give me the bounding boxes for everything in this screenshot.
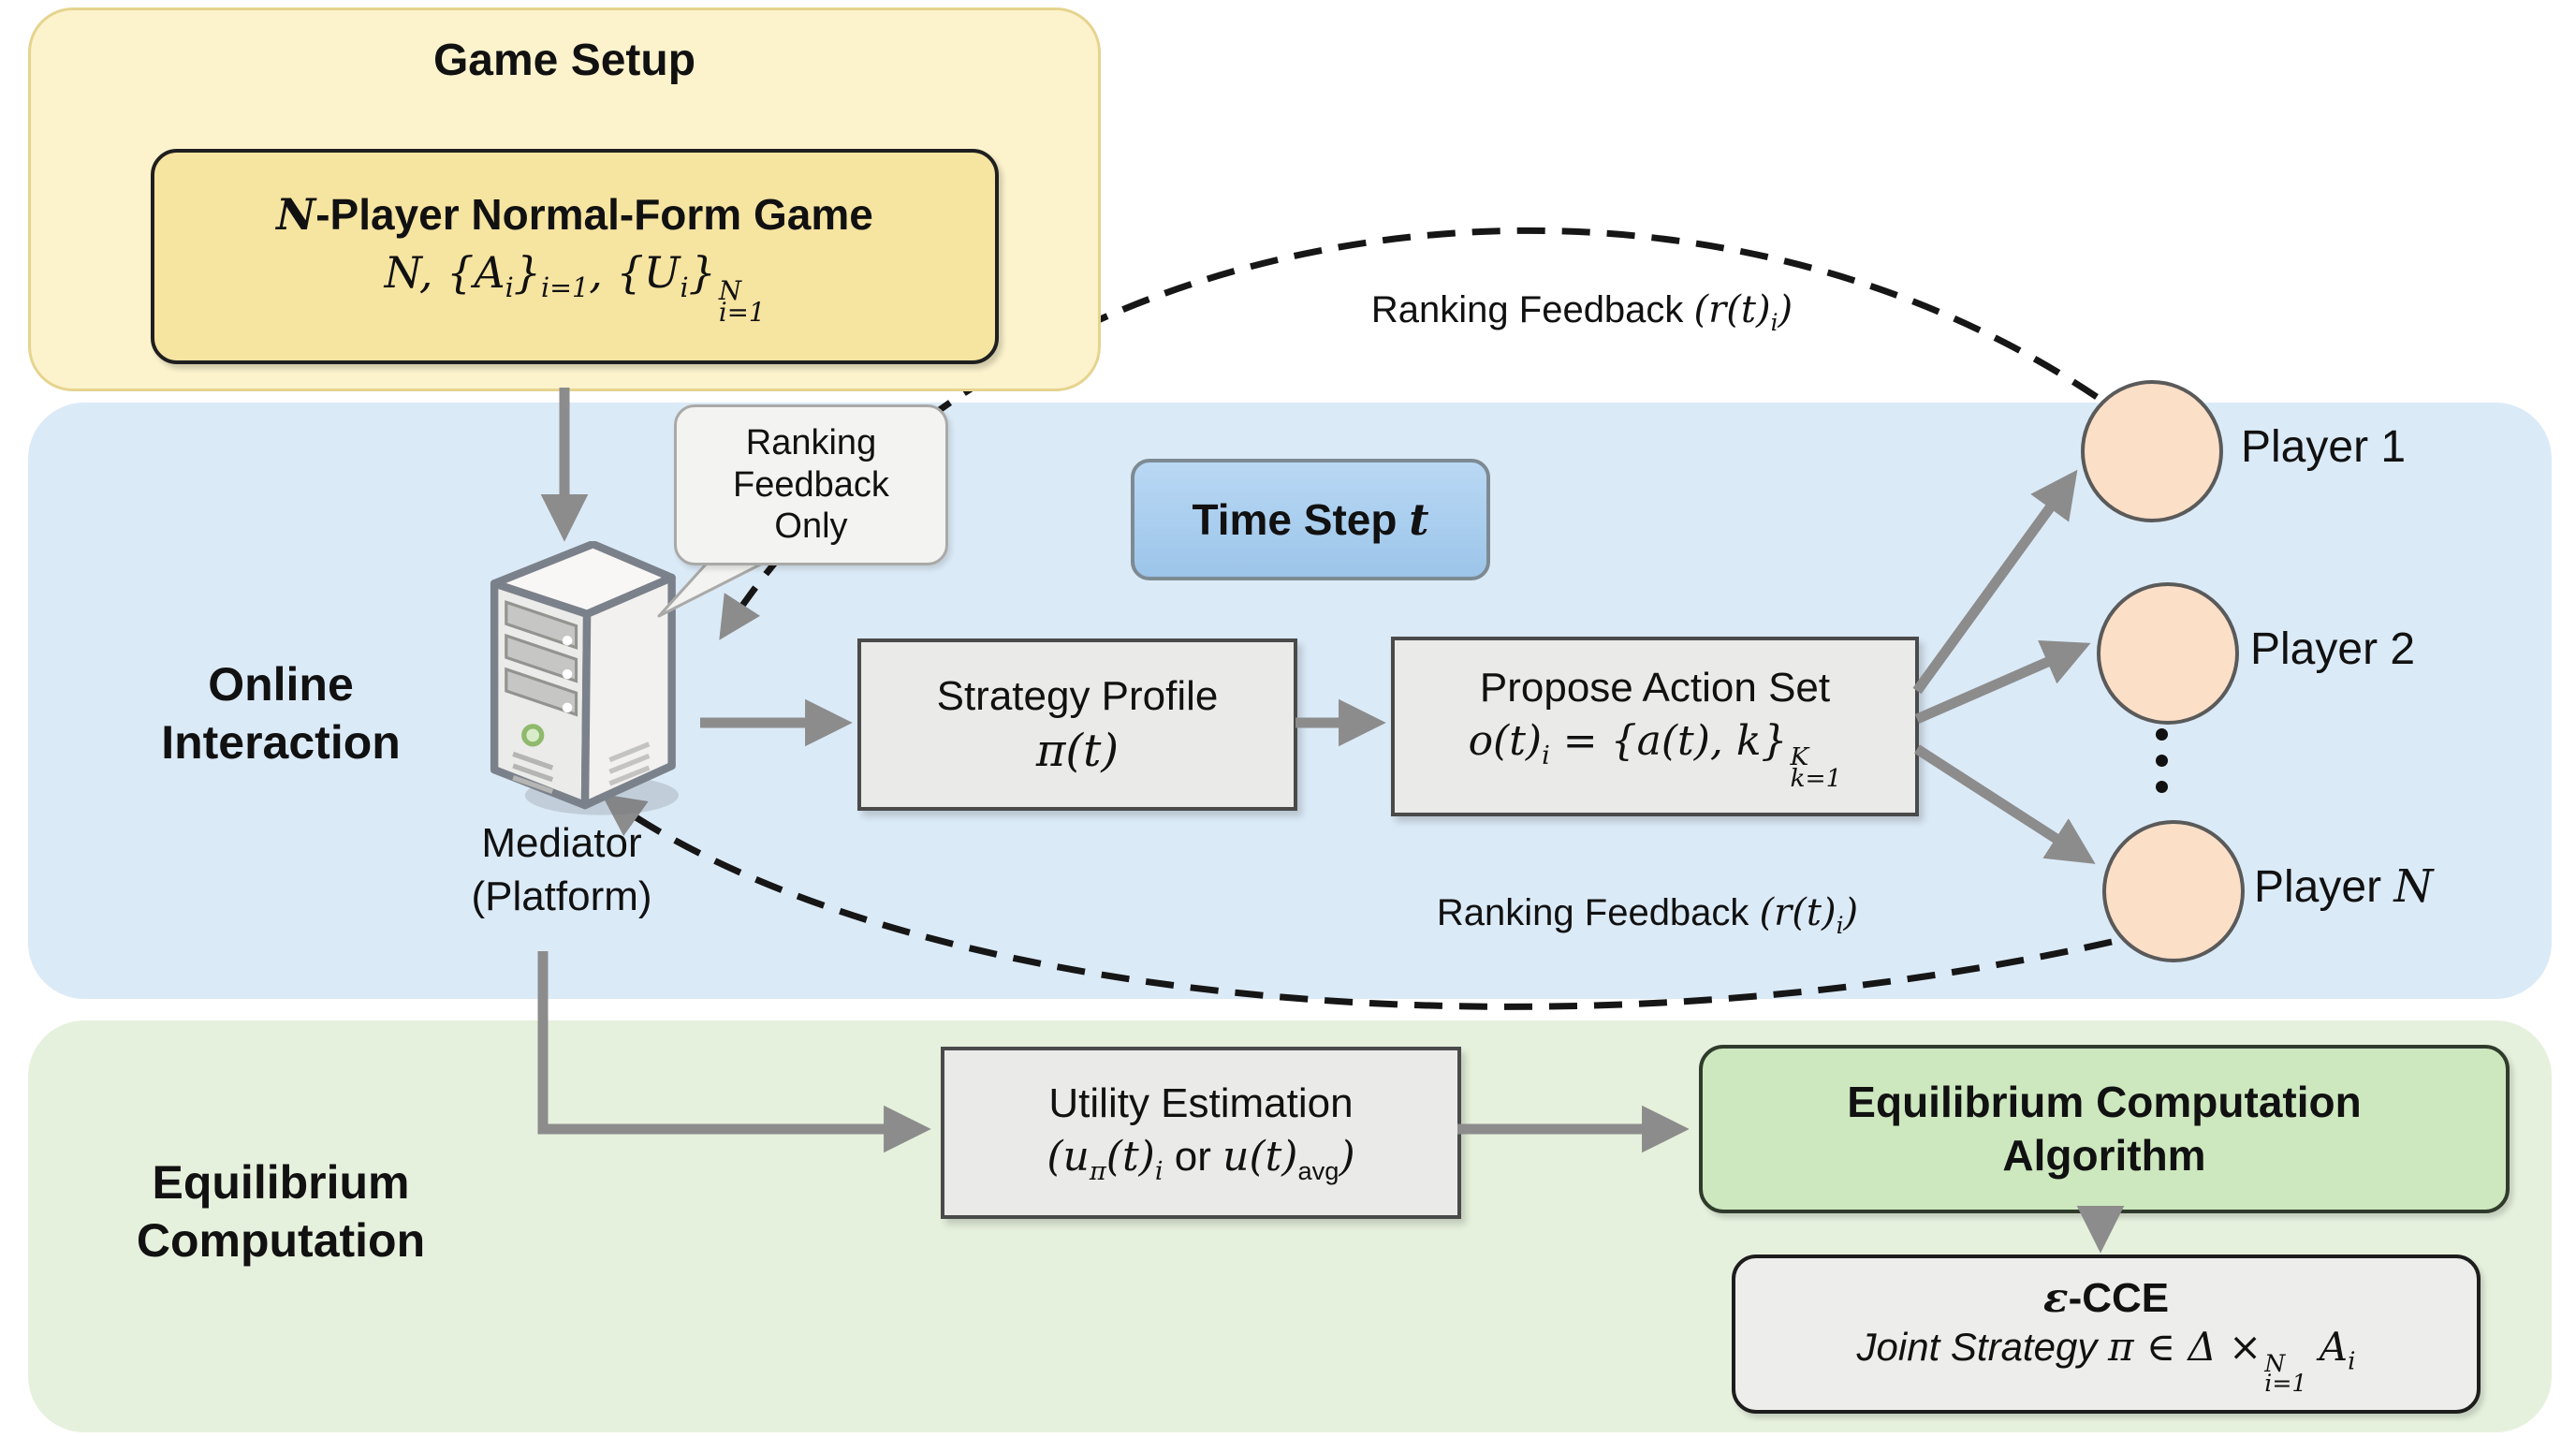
player-n-label-prefix: Player bbox=[2254, 862, 2394, 912]
player-2-label: Player 2 bbox=[2250, 624, 2416, 674]
ranking-top-math-close: ) bbox=[1778, 288, 1793, 331]
equilibrium-computation-label-line2: Computation bbox=[136, 1214, 426, 1267]
formula-sub: k=1 bbox=[1790, 763, 1842, 793]
bubble-line3: Only bbox=[774, 506, 848, 547]
player-n-label-var: N bbox=[2393, 860, 2434, 913]
formula-seg: (u bbox=[1046, 1133, 1090, 1181]
formula-seg: , {U bbox=[589, 247, 681, 299]
online-interaction-label-line1: Online bbox=[208, 658, 354, 711]
bubble-line2: Feedback bbox=[733, 464, 889, 505]
formula-seg: (t) bbox=[1105, 1133, 1155, 1181]
online-interaction-label-line2: Interaction bbox=[161, 716, 401, 769]
ecce-title: ε-CCE bbox=[2043, 1274, 2169, 1322]
ranking-bottom-text: Ranking Feedback bbox=[1436, 892, 1760, 933]
mediator-label-line2: (Platform) bbox=[471, 873, 652, 920]
formula-sub: π bbox=[1089, 1156, 1106, 1186]
ecce-subtitle-text: Joint Strategy bbox=[1856, 1325, 2108, 1370]
formula-seg: } bbox=[688, 247, 716, 299]
formula-sup: N bbox=[2264, 1349, 2286, 1377]
game-setup-title: Game Setup bbox=[432, 36, 696, 85]
time-step-var: t bbox=[1409, 494, 1429, 545]
formula-sub: i=1 bbox=[718, 297, 766, 329]
formula-seg: o(t) bbox=[1468, 716, 1543, 765]
ecce-title-rest: -CCE bbox=[2068, 1275, 2170, 1322]
ecce-subtitle-math2: A bbox=[2306, 1324, 2349, 1371]
formula-sub: i=1 bbox=[2264, 1370, 2307, 1398]
player-1-node bbox=[2081, 380, 2223, 522]
ranking-bottom-math: (r(t) bbox=[1759, 891, 1837, 934]
utility-estimation-formula: (uπ(t)i or u(t)avg) bbox=[1046, 1133, 1354, 1186]
formula-sub: i bbox=[680, 272, 689, 304]
ranking-top-math: (r(t) bbox=[1693, 288, 1771, 331]
formula-seg: N, {A bbox=[384, 247, 505, 299]
equilibrium-algorithm-line1: Equilibrium Computation bbox=[1847, 1077, 2362, 1126]
normal-form-game-title: N-Player Normal-Form Game bbox=[276, 189, 873, 240]
equilibrium-algorithm-line2: Algorithm bbox=[2002, 1131, 2206, 1180]
strategy-profile-box: Strategy Profile π(t) bbox=[857, 638, 1297, 811]
ranking-top-text: Ranking Feedback bbox=[1370, 289, 1694, 330]
normal-form-game-title-rest: -Player Normal-Form Game bbox=[315, 190, 873, 240]
online-interaction-label: Online Interaction bbox=[66, 655, 496, 771]
ranking-feedback-top-label: Ranking Feedback (r(t)i) bbox=[1254, 288, 1910, 336]
player-n-label: Player N bbox=[2254, 860, 2434, 913]
strategy-profile-title: Strategy Profile bbox=[936, 672, 1219, 719]
player-n-node bbox=[2102, 820, 2245, 962]
bubble-line1: Ranking bbox=[745, 422, 877, 462]
ranking-feedback-bottom-label: Ranking Feedback (r(t)i) bbox=[1310, 891, 1984, 939]
speech-bubble: Ranking Feedback Only bbox=[674, 404, 948, 565]
formula-sub: i bbox=[2348, 1347, 2356, 1376]
equilibrium-computation-label: Equilibrium Computation bbox=[66, 1153, 496, 1269]
formula-seg: ) bbox=[1339, 1133, 1355, 1181]
time-step-label: Time Step t bbox=[1192, 494, 1428, 545]
player-1-label: Player 1 bbox=[2241, 422, 2407, 472]
player-2-node bbox=[2097, 582, 2239, 725]
formula-seg-upright: or bbox=[1163, 1134, 1223, 1180]
equilibrium-computation-label-line1: Equilibrium bbox=[152, 1156, 410, 1209]
utility-estimation-box: Utility Estimation (uπ(t)i or u(t)avg) bbox=[941, 1047, 1461, 1219]
formula-sub-upright: avg bbox=[1297, 1155, 1339, 1185]
server-icon-svg bbox=[490, 539, 679, 815]
formula-sub: i bbox=[1154, 1156, 1164, 1186]
time-step-box: Time Step t bbox=[1131, 459, 1490, 580]
mediator-label-line1: Mediator bbox=[481, 820, 642, 866]
server-tower-icon bbox=[487, 539, 683, 822]
formula-seg: } bbox=[513, 247, 542, 299]
ecce-subtitle-math: π ∈ Δ × bbox=[2107, 1324, 2262, 1371]
formula-sub: i bbox=[505, 272, 514, 304]
players-ellipsis bbox=[2156, 728, 2168, 793]
propose-action-set-title: Propose Action Set bbox=[1479, 664, 1831, 711]
formula-seg: = {a(t), k} bbox=[1549, 716, 1788, 765]
ranking-top-sub: i bbox=[1770, 309, 1778, 336]
normal-form-game-box: N-Player Normal-Form Game N, {Ai}i=1, {U… bbox=[151, 149, 999, 364]
ranking-bottom-math-close: ) bbox=[1843, 891, 1859, 934]
ranking-bottom-sub: i bbox=[1836, 912, 1844, 939]
strategy-profile-formula: π(t) bbox=[1035, 725, 1120, 778]
utility-estimation-title: Utility Estimation bbox=[1048, 1080, 1354, 1127]
time-step-text: Time Step bbox=[1192, 495, 1410, 544]
formula-sup: K bbox=[1790, 742, 1809, 772]
normal-form-game-title-var: N bbox=[276, 189, 316, 241]
mediator-label: Mediator (Platform) bbox=[374, 816, 749, 923]
game-setup-panel: Game Setup N-Player Normal-Form Game N, … bbox=[28, 7, 1101, 391]
ecce-epsilon: ε bbox=[2042, 1274, 2069, 1323]
formula-sub: i=1 bbox=[541, 272, 590, 304]
formula-sub: i bbox=[1542, 741, 1550, 770]
formula-seg: u(t) bbox=[1222, 1133, 1298, 1181]
equilibrium-algorithm-box: Equilibrium Computation Algorithm bbox=[1699, 1045, 2510, 1213]
